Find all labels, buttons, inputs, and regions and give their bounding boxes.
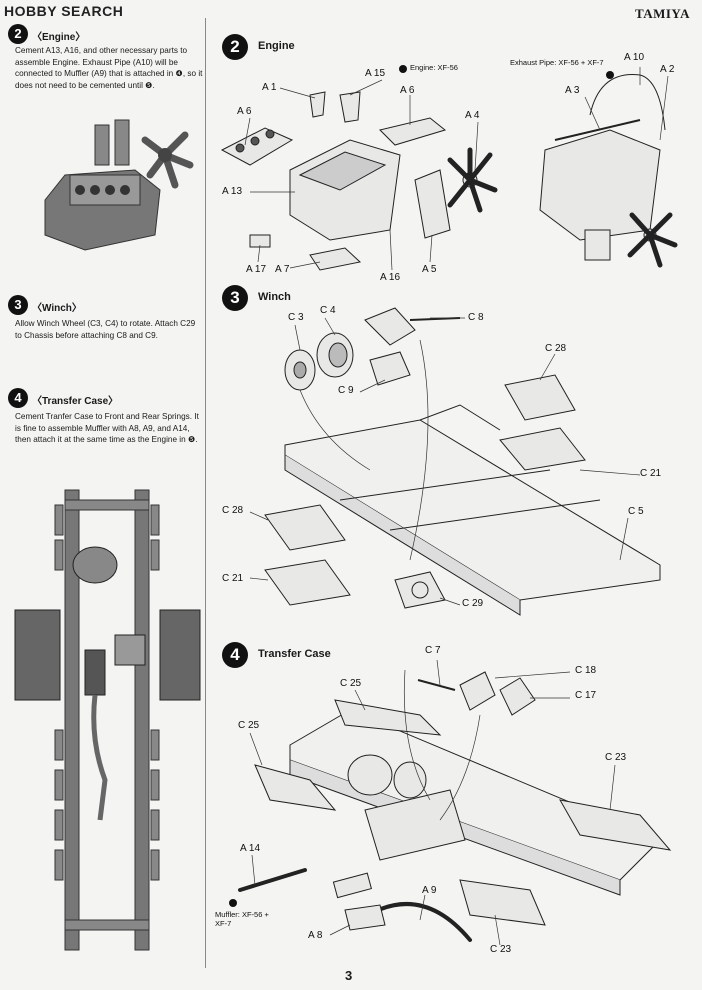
note-text-winch: Allow Winch Wheel (C3, C4) to rotate. At… xyxy=(15,319,196,340)
column-divider xyxy=(205,18,206,968)
engine-photo xyxy=(25,115,195,265)
part-label-a15: A 15 xyxy=(365,68,386,79)
step-title-engine: Engine xyxy=(258,40,295,52)
part-label-a4: A 4 xyxy=(465,110,480,121)
tamiya-brand: TAMIYA xyxy=(634,6,690,21)
part-label-c21-right: C 21 xyxy=(640,468,662,479)
part-label-c23-right: C 23 xyxy=(605,752,627,763)
note-step-number-2: 2 xyxy=(8,24,28,44)
note-step-number-4: 4 xyxy=(8,388,28,408)
part-label-a14: A 14 xyxy=(240,843,261,854)
part-label-c29: C 29 xyxy=(462,598,484,609)
note-text-engine: Cement A13, A16, and other necessary par… xyxy=(15,46,203,90)
part-label-c23-bottom: C 23 xyxy=(490,944,512,955)
note-step-number-3: 3 xyxy=(8,295,28,315)
paint-note-exhaust-pipe: Exhaust Pipe: XF-56 + XF-7 xyxy=(510,58,604,67)
part-label-a9: A 9 xyxy=(422,885,437,896)
part-label-a3: A 3 xyxy=(565,85,580,96)
page-number: 3 xyxy=(345,968,353,983)
hobby-search-logo: HOBBY SEARCH xyxy=(4,3,124,19)
chassis-photo xyxy=(10,480,201,960)
step-number-winch: 3 xyxy=(222,285,248,311)
part-label-c5: C 5 xyxy=(628,506,644,517)
step-number-engine: 2 xyxy=(222,34,248,60)
part-label-c28-left: C 28 xyxy=(222,505,244,516)
paint-note-muffler: Muffler: XF-56 + XF-7 xyxy=(215,910,269,928)
note-title-engine: 〈Engine〉 xyxy=(32,32,86,43)
part-label-c4: C 4 xyxy=(320,305,336,316)
part-label-a2: A 2 xyxy=(660,64,675,75)
part-label-c25-left: C 25 xyxy=(238,720,260,731)
step-title-transfer-case: Transfer Case xyxy=(258,648,331,660)
note-title-transfer-case: 〈Transfer Case〉 xyxy=(32,396,119,407)
part-label-a5: A 5 xyxy=(422,264,437,275)
step-number-transfer-case: 4 xyxy=(222,642,248,668)
part-label-a1: A 1 xyxy=(262,82,277,93)
part-label-a13: A 13 xyxy=(222,186,243,197)
part-label-a16: A 16 xyxy=(380,272,401,283)
part-label-c8: C 8 xyxy=(468,312,484,323)
part-label-c3: C 3 xyxy=(288,312,304,323)
part-label-a17: A 17 xyxy=(246,264,267,275)
part-label-a6-right: A 6 xyxy=(400,85,415,96)
note-text-transfer-case: Cement Tranfer Case to Front and Rear Sp… xyxy=(15,412,199,445)
part-label-c21-left: C 21 xyxy=(222,573,244,584)
note-title-winch: 〈Winch〉 xyxy=(32,303,82,314)
part-label-c25-top: C 25 xyxy=(340,678,362,689)
part-label-c28-right: C 28 xyxy=(545,343,567,354)
part-label-c17: C 17 xyxy=(575,690,597,701)
part-label-a8: A 8 xyxy=(308,930,323,941)
part-label-a7: A 7 xyxy=(275,264,290,275)
step-title-winch: Winch xyxy=(258,291,291,303)
part-label-a10: A 10 xyxy=(624,52,645,63)
part-label-c9: C 9 xyxy=(338,385,354,396)
paint-note-engine: Engine: XF-56 xyxy=(410,63,458,72)
part-label-c18: C 18 xyxy=(575,665,597,676)
part-label-a6-left: A 6 xyxy=(237,106,252,117)
part-label-c7: C 7 xyxy=(425,645,441,656)
